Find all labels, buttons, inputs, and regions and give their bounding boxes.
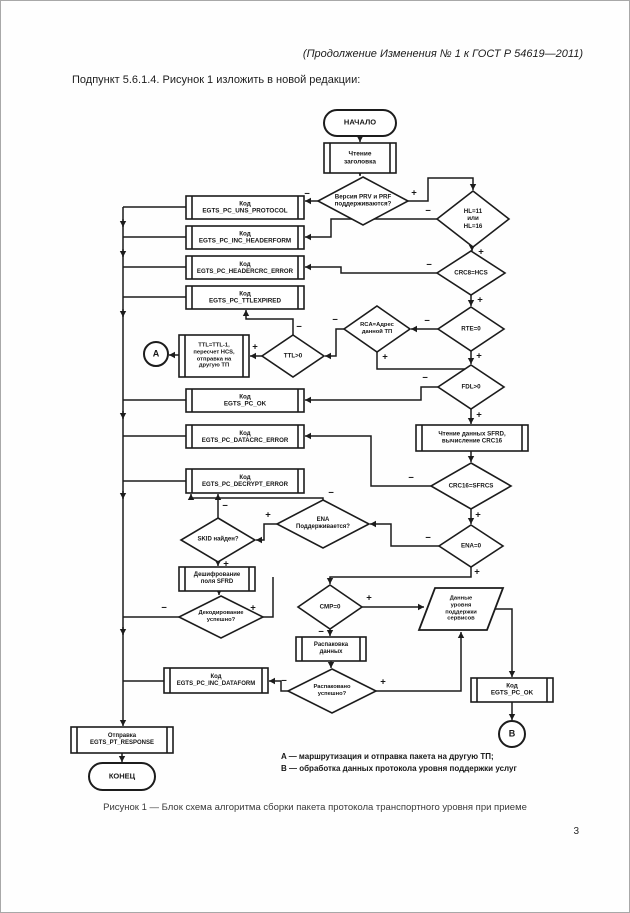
flow-line	[495, 608, 513, 677]
flow-line	[329, 567, 472, 584]
shape-code-decrypt-error	[185, 468, 305, 494]
shape-read-sfrd	[415, 424, 529, 452]
legend-line-b: B — обработка данных протокола уровня по…	[281, 764, 517, 773]
arrowhead-icon	[119, 413, 127, 419]
arrowhead-icon	[305, 396, 311, 404]
arrowhead-icon	[326, 630, 334, 636]
arrowhead-icon	[305, 432, 311, 440]
shape-code-inc-dataform	[163, 667, 269, 694]
arrowhead-icon	[411, 325, 417, 333]
flow-line	[190, 494, 324, 500]
arrowhead-icon	[119, 311, 127, 317]
shape-code-ok-1	[185, 388, 305, 413]
shape-check-rca	[342, 305, 412, 353]
shape-code-inc-headerform	[185, 225, 305, 250]
flow-line	[325, 328, 344, 357]
shape-check-ttl	[260, 334, 326, 378]
arrowhead-icon	[508, 714, 516, 720]
figure-legend: A — маршрутизация и отправка пакета на д…	[281, 751, 517, 775]
arrowhead-icon	[327, 662, 335, 668]
arrowhead-icon	[119, 720, 127, 726]
arrowhead-icon	[169, 351, 175, 359]
arrowhead-icon	[118, 756, 126, 762]
shape-code-datacrc-error	[185, 424, 305, 449]
shape-check-decoded	[177, 595, 265, 639]
shape-check-skid	[179, 517, 257, 563]
shape-check-rte	[436, 306, 506, 352]
arrowhead-icon	[119, 493, 127, 499]
arrowhead-icon	[467, 300, 475, 306]
arrowhead-icon	[418, 603, 424, 611]
figure-caption: Рисунок 1 — Блок схема алгоритма сборки …	[103, 802, 527, 813]
shape-decrypt-sfrd	[178, 566, 256, 592]
arrowhead-icon	[269, 677, 275, 685]
shape-end	[88, 762, 156, 791]
shape-code-uns-protocol	[185, 195, 305, 220]
flow-line	[305, 435, 431, 487]
shape-start	[323, 109, 397, 137]
arrowhead-icon	[467, 418, 475, 424]
shape-check-fdl	[436, 364, 506, 410]
arrowhead-icon	[119, 221, 127, 227]
arrowhead-icon	[469, 184, 477, 190]
arrowhead-icon	[356, 136, 364, 142]
flow-line	[263, 577, 274, 618]
arrowhead-icon	[467, 518, 475, 524]
flow-line	[245, 310, 294, 335]
shape-code-headercrc-error	[185, 255, 305, 280]
shape-unpack-data	[295, 636, 367, 662]
arrowhead-icon	[305, 197, 311, 205]
shape-check-ena-zero	[437, 524, 505, 568]
shape-connector-a	[143, 341, 169, 367]
arrowhead-icon	[119, 629, 127, 635]
legend-line-a: A — маршрутизация и отправка пакета на д…	[281, 752, 494, 761]
arrowhead-icon	[508, 671, 516, 677]
shape-check-crc8	[435, 250, 507, 296]
flow-line	[376, 352, 471, 370]
shape-check-prv	[316, 176, 410, 226]
flow-line	[376, 632, 462, 692]
arrowhead-icon	[326, 578, 334, 584]
flow-line	[305, 218, 437, 238]
shape-check-unpacked	[286, 668, 378, 714]
arrowhead-icon	[467, 456, 475, 462]
shape-code-ok-2	[470, 677, 554, 703]
shape-code-ttlexpired	[185, 285, 305, 310]
flow-line	[256, 523, 277, 541]
arrowhead-icon	[256, 536, 262, 544]
flow-line	[408, 177, 474, 202]
shape-check-crc16	[429, 462, 513, 510]
shape-send-response	[70, 726, 174, 754]
arrowhead-icon	[250, 352, 256, 360]
shape-connector-b	[498, 720, 526, 748]
shape-check-cmp	[296, 584, 364, 630]
shape-check-hl	[435, 189, 511, 249]
shape-check-ena-supported	[275, 499, 371, 549]
flow-line	[305, 266, 437, 274]
shape-route-packet	[178, 334, 250, 378]
arrowhead-icon	[457, 632, 465, 638]
page-header: (Продолжение Изменения № 1 к ГОСТ Р 5461…	[302, 48, 583, 60]
shape-read-header	[323, 142, 397, 174]
arrowhead-icon	[325, 352, 331, 360]
page-number: 3	[573, 826, 579, 837]
arrowhead-icon	[370, 520, 376, 528]
arrowhead-icon	[305, 263, 311, 271]
arrowhead-icon	[119, 251, 127, 257]
arrowhead-icon	[467, 358, 475, 364]
shape-data-sfrd	[417, 587, 505, 631]
arrowhead-icon	[242, 310, 250, 316]
flow-line	[370, 523, 439, 547]
intro-text: Подпункт 5.6.1.4. Рисунок 1 изложить в н…	[72, 74, 361, 86]
arrowhead-icon	[214, 494, 222, 500]
arrowhead-icon	[187, 494, 195, 500]
arrowhead-icon	[305, 233, 311, 241]
flow-line	[305, 386, 438, 401]
